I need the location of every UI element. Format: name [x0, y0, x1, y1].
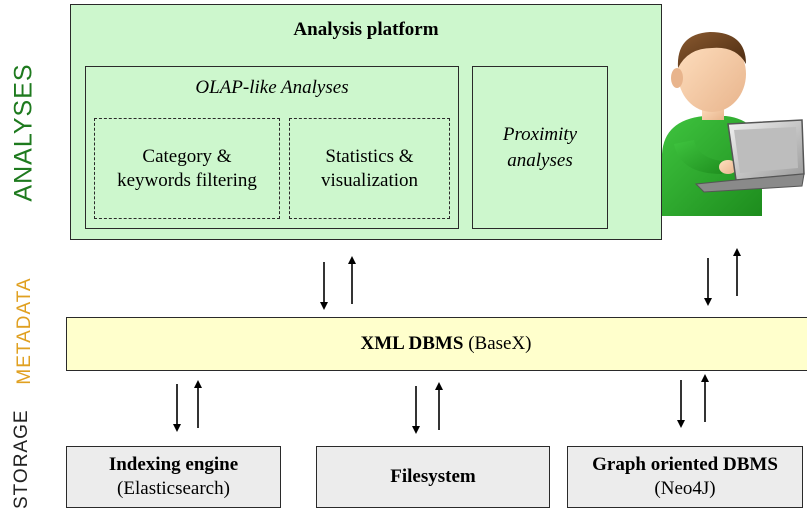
xml-dbms-bar: XML DBMS (BaseX)	[66, 317, 807, 371]
olap-analyses-title: OLAP-like Analyses	[195, 77, 349, 98]
statistics-visualization-box: Statistics & visualization	[289, 118, 450, 219]
filesystem-name: Filesystem	[390, 466, 476, 487]
indexing-engine-detail: (Elasticsearch)	[117, 478, 230, 499]
statistics-line-2: visualization	[320, 169, 419, 191]
statistics-line-1: Statistics &	[325, 145, 414, 167]
analysis-platform-title: Analysis platform	[293, 19, 439, 40]
graph-dbms-detail: (Neo4J)	[654, 478, 716, 499]
proximity-line-2: analyses	[507, 149, 573, 171]
category-filtering-line-1: Category &	[142, 145, 232, 167]
category-keywords-filtering-box: Category & keywords filtering	[94, 118, 280, 219]
graph-dbms-name: Graph oriented DBMS	[592, 454, 778, 475]
user-with-laptop-icon	[662, 32, 805, 216]
indexing-engine-name: Indexing engine	[108, 454, 239, 475]
olap-analyses-box: OLAP-like Analyses Category & keywords f…	[85, 66, 459, 229]
proximity-analyses-box: Proximity analyses	[472, 66, 608, 229]
xml-dbms-detail: (BaseX)	[468, 333, 532, 354]
graph-dbms-box: Graph oriented DBMS (Neo4J)	[567, 446, 803, 508]
xml-dbms-name: XML DBMS	[360, 333, 464, 354]
proximity-line-1: Proximity	[502, 123, 578, 145]
analysis-platform-box: Analysis platform OLAP-like Analyses Cat…	[70, 4, 662, 240]
indexing-engine-box: Indexing engine (Elasticsearch)	[66, 446, 281, 508]
category-filtering-line-2: keywords filtering	[117, 169, 257, 191]
filesystem-box: Filesystem	[316, 446, 550, 508]
